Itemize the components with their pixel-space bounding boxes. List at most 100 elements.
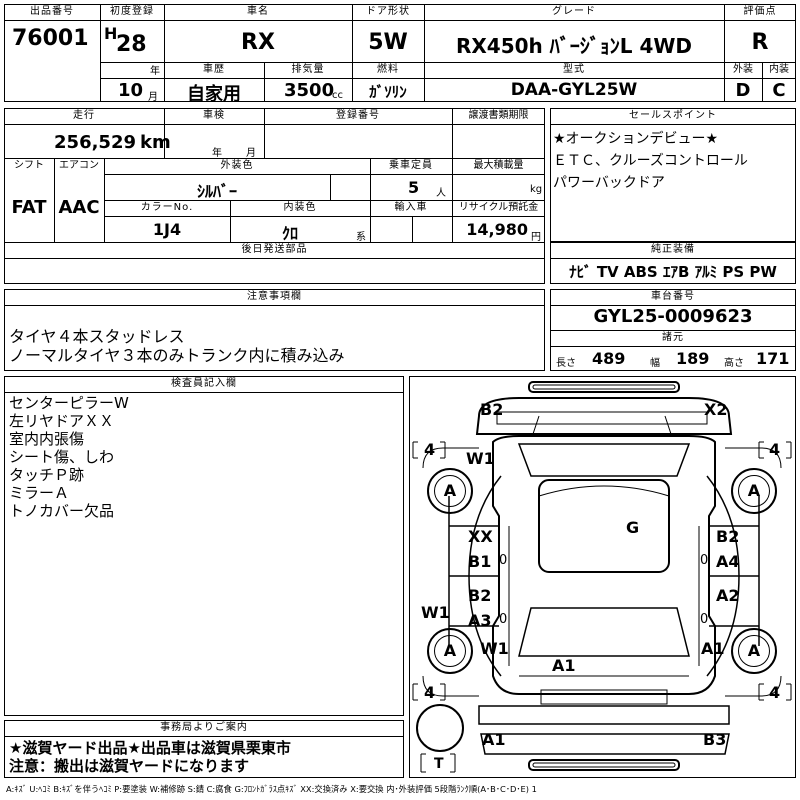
tire-rear-left: A (427, 628, 473, 674)
color-no-label: カラーNo. (140, 202, 194, 213)
equipment-label: 純正装備 (651, 244, 695, 255)
capacity-unit: 人 (436, 188, 446, 199)
height: 171 (756, 349, 790, 368)
damage-mark: XX (468, 527, 493, 546)
tire-count: 4 (424, 440, 436, 459)
first-reg-label: 初度登録 (110, 6, 154, 17)
damage-mark: 0 (499, 612, 508, 627)
tire-count: 4 (769, 683, 781, 702)
model-label: 型式 (563, 64, 585, 75)
spare-tire-mark: T (434, 756, 444, 772)
car-diagram-box (409, 376, 796, 778)
reg-year: 28 (116, 32, 147, 57)
car-name: RX (241, 30, 275, 55)
mileage-unit: km (140, 132, 171, 153)
sales-points-label: セールスポイント (629, 110, 717, 121)
tire-rear-right: A (731, 628, 777, 674)
damage-mark: 0 (700, 612, 709, 627)
lot-no: 76001 (12, 26, 89, 51)
history: 自家用 (187, 84, 241, 105)
damage-mark: A2 (716, 586, 740, 605)
displacement-label: 排気量 (291, 64, 325, 75)
inspector-line: タッチＰ跡 (9, 466, 85, 484)
vehicle-details-block (4, 108, 545, 284)
car-outline (412, 381, 792, 773)
sales-point-line: ＥＴＣ、クルーズコントロール (553, 153, 748, 169)
ext-grade-label: 外装 (733, 64, 753, 75)
damage-mark: W1 (466, 449, 495, 468)
notes-box (4, 289, 545, 371)
note-line: ノーマルタイヤ３本のみトランク内に積み込み (9, 346, 345, 365)
inspector-box (4, 376, 404, 716)
office-box (4, 720, 404, 778)
damage-mark: B2 (716, 527, 740, 546)
ac: AAC (58, 197, 100, 218)
width: 189 (676, 349, 710, 368)
length-label: 長さ (556, 358, 576, 369)
notes-label: 注意事項欄 (247, 291, 302, 302)
damage-mark: 0 (700, 553, 709, 568)
header-block (4, 4, 796, 102)
sales-point-line: パワーバックドア (553, 175, 665, 191)
score: R (751, 30, 769, 55)
damage-mark: A1 (701, 639, 725, 658)
transfer-deadline-label: 譲渡書類期限 (468, 110, 529, 121)
year-unit: 年 (150, 66, 160, 77)
tire-count: 4 (769, 440, 781, 459)
grade-label: グレード (552, 6, 596, 17)
import-label: 輸入車 (394, 202, 428, 213)
inspector-line: 左リヤドアＸＸ (9, 412, 115, 430)
capacity: 5 (408, 178, 420, 197)
fuel-label: 燃料 (377, 64, 399, 75)
ac-label: エアコン (59, 160, 99, 171)
grade: RX450h ﾊﾞｰｼﾞｮﾝL 4WD (455, 34, 693, 58)
damage-mark: A4 (716, 552, 740, 571)
inspection-year-unit: 年 (212, 148, 222, 159)
max-load-label: 最大積載量 (473, 160, 524, 171)
tire-front-left: A (427, 468, 473, 514)
office-label: 事務局よりご案内 (160, 722, 248, 733)
shift: FAT (11, 197, 47, 218)
shift-label: シフト (14, 160, 44, 171)
damage-mark: A3 (468, 611, 492, 630)
inspector-label: 検査員記入欄 (171, 378, 237, 389)
tire-count: 4 (424, 683, 436, 702)
reg-month: 10 (118, 80, 144, 101)
damage-mark: B1 (468, 552, 492, 571)
damage-mark: W1 (421, 603, 450, 622)
fuel: ｶﾞｿﾘﾝ (369, 83, 407, 101)
era: H (104, 24, 118, 43)
capacity-label: 乗車定員 (389, 160, 433, 171)
damage-mark: W1 (480, 639, 509, 658)
month-unit: 月 (148, 92, 158, 103)
damage-mark: B2 (468, 586, 492, 605)
note-line: タイヤ４本スタッドレス (9, 327, 185, 346)
model-code: DAA-GYL25W (510, 80, 638, 100)
inspection-month-unit: 月 (246, 148, 256, 159)
equipment-box (550, 242, 796, 284)
ext-color-label: 外装色 (220, 160, 254, 171)
int-color-unit: 系 (356, 232, 366, 243)
color-no: 1J4 (152, 220, 182, 239)
damage-mark: A1 (552, 656, 576, 675)
inspector-line: センターピラーW (9, 394, 129, 412)
inspector-line: 室内内張傷 (9, 430, 85, 448)
mileage-label: 走行 (73, 110, 95, 121)
height-label: 高さ (724, 358, 744, 369)
equipment-items: ﾅﾋﾞ TV ABS ｴｱB ｱﾙﾐ PS PW (569, 263, 777, 281)
damage-mark: B2 (480, 400, 504, 419)
displacement: 3500 (284, 80, 335, 101)
lot-no-label: 出品番号 (30, 6, 74, 17)
sales-point-line: ★オークションデビュー★ (553, 131, 719, 147)
car-name-label: 車名 (247, 6, 269, 17)
int-color-label: 内装色 (283, 202, 317, 213)
inspector-line: ミラーＡ (9, 484, 70, 502)
tire-front-right-grade: A (738, 475, 770, 507)
inspection-label: 車検 (203, 110, 225, 121)
int-color: ｸﾛ (281, 224, 298, 243)
recycle-label: リサイクル預託金 (458, 202, 539, 213)
width-label: 幅 (650, 358, 660, 369)
history-label: 車歴 (203, 64, 225, 75)
mileage: 256,529 (54, 132, 136, 153)
reg-no-label: 登録番号 (336, 110, 380, 121)
